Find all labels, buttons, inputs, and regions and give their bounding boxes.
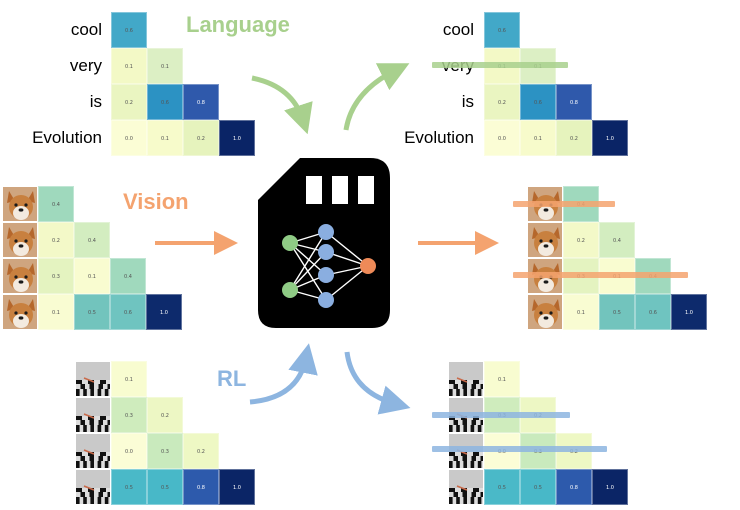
rl-input-cell-1-0: 0.3 xyxy=(111,397,147,433)
vision-input-cell-3-0: 0.1 xyxy=(38,294,74,330)
vision-input-cell-1-0: 0.2 xyxy=(38,222,74,258)
rl-input-thumb-checkerboard-image-1 xyxy=(75,397,111,433)
language-input-cell-3-1: 0.1 xyxy=(147,120,183,156)
language-pruned-cell-0-0: 0.6 xyxy=(484,12,520,48)
language-input-cell-2-0: 0.2 xyxy=(111,84,147,120)
neural-network-chip-icon xyxy=(258,158,390,328)
rl-input-thumb-checkerboard-image-0 xyxy=(75,361,111,397)
word-2: is xyxy=(89,92,102,111)
rl-pruned-bar-1 xyxy=(432,412,570,418)
rl-title: RL xyxy=(217,366,247,391)
vision-input-cell-0-0: 0.4 xyxy=(38,186,74,222)
word-0: cool xyxy=(70,20,102,39)
language-input-cell-0-0: 0.6 xyxy=(111,12,147,48)
rl-pruned-thumb-checkerboard-image-3 xyxy=(448,469,484,505)
language-pruned-cell-3-0: 0.0 xyxy=(484,120,520,156)
rl-input-thumb-checkerboard-image-3 xyxy=(75,469,111,505)
rl-pruned-bar-2 xyxy=(432,446,607,452)
vision-input-cell-3-2: 0.6 xyxy=(110,294,146,330)
rl-input-cell-2-2: 0.2 xyxy=(183,433,219,469)
vision-title: Vision xyxy=(123,189,189,214)
vision-input-cell-3-3: 1.0 xyxy=(146,294,182,330)
word-1: very xyxy=(69,56,102,75)
language-title: Language xyxy=(186,12,290,37)
rl-input-cell-2-1: 0.3 xyxy=(147,433,183,469)
language-input-cell-1-0: 0.1 xyxy=(111,48,147,84)
word-0: cool xyxy=(442,20,474,39)
rl-input-cell-2-0: 0.0 xyxy=(111,433,147,469)
rl-input-thumb-checkerboard-image-2 xyxy=(75,433,111,469)
rl-pruned-cell-3-3: 1.0 xyxy=(592,469,628,505)
vision-pruned-bar-0 xyxy=(513,201,615,207)
word-3: Evolution xyxy=(32,128,102,147)
rl-input-cell-1-1: 0.2 xyxy=(147,397,183,433)
vision-input-cell-3-1: 0.5 xyxy=(74,294,110,330)
vision-pruned-thumb-dog-image-2 xyxy=(527,258,563,294)
rl-input-cell-3-3: 1.0 xyxy=(219,469,255,505)
rl-input-cell-3-0: 0.5 xyxy=(111,469,147,505)
rl-pruned-thumb-checkerboard-image-0 xyxy=(448,361,484,397)
vision-pruned-cell-3-2: 0.6 xyxy=(635,294,671,330)
vision-input-cell-2-1: 0.1 xyxy=(74,258,110,294)
language-input-cell-2-1: 0.6 xyxy=(147,84,183,120)
rl-pruned-cell-3-0: 0.5 xyxy=(484,469,520,505)
language-pruned-cell-2-1: 0.6 xyxy=(520,84,556,120)
vision-input-thumb-dog-image-2 xyxy=(2,258,38,294)
vision-input-thumb-dog-image-3 xyxy=(2,294,38,330)
vision-input-cell-1-1: 0.4 xyxy=(74,222,110,258)
language-out-arrow xyxy=(343,63,410,131)
vision-input-cell-2-0: 0.3 xyxy=(38,258,74,294)
rl-pruned-cell-3-1: 0.5 xyxy=(520,469,556,505)
language-input-cell-3-2: 0.2 xyxy=(183,120,219,156)
language-pruned-cell-3-3: 1.0 xyxy=(592,120,628,156)
vision-pruned-thumb-dog-image-1 xyxy=(527,222,563,258)
rl-pruned-cell-0-0: 0.1 xyxy=(484,361,520,397)
rl-in-arrow xyxy=(249,343,318,405)
language-pruned-cell-3-1: 0.1 xyxy=(520,120,556,156)
language-pruned-bar-very xyxy=(432,62,568,68)
vision-pruned-bar-2 xyxy=(513,272,688,278)
language-input-cell-3-0: 0.0 xyxy=(111,120,147,156)
language-in-arrow xyxy=(251,75,313,135)
vision-pruned-thumb-dog-image-3 xyxy=(527,294,563,330)
vision-pruned-cell-3-3: 1.0 xyxy=(671,294,707,330)
vision-input-cell-2-2: 0.4 xyxy=(110,258,146,294)
language-input-cell-2-2: 0.8 xyxy=(183,84,219,120)
word-3: Evolution xyxy=(404,128,474,147)
rl-pruned-cell-3-2: 0.8 xyxy=(556,469,592,505)
language-input-cell-3-3: 1.0 xyxy=(219,120,255,156)
language-pruned-cell-3-2: 0.2 xyxy=(556,120,592,156)
rl-out-arrow xyxy=(344,351,411,415)
vision-pruned-cell-3-1: 0.5 xyxy=(599,294,635,330)
language-pruned-cell-2-2: 0.8 xyxy=(556,84,592,120)
language-input-cell-1-1: 0.1 xyxy=(147,48,183,84)
language-pruned-cell-2-0: 0.2 xyxy=(484,84,520,120)
vision-input-thumb-dog-image-1 xyxy=(2,222,38,258)
vision-pruned-cell-3-0: 0.1 xyxy=(563,294,599,330)
word-2: is xyxy=(461,92,474,111)
rl-input-cell-3-1: 0.5 xyxy=(147,469,183,505)
rl-input-cell-3-2: 0.8 xyxy=(183,469,219,505)
rl-input-cell-0-0: 0.1 xyxy=(111,361,147,397)
vision-pruned-cell-1-0: 0.2 xyxy=(563,222,599,258)
vision-pruned-cell-1-1: 0.4 xyxy=(599,222,635,258)
vision-input-thumb-dog-image-0 xyxy=(2,186,38,222)
